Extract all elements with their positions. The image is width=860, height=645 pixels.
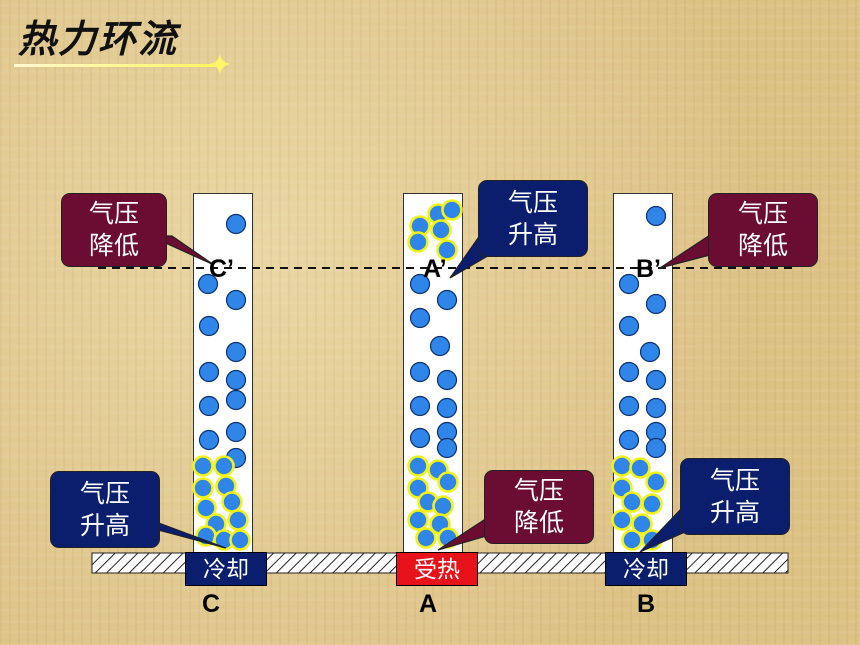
title-underline xyxy=(14,64,224,67)
air-molecule xyxy=(198,395,220,417)
compressed-air-molecule xyxy=(213,455,235,477)
callout-line: 降低 xyxy=(513,508,564,537)
compressed-air-molecule xyxy=(437,471,459,493)
callout-line: 升高 xyxy=(79,510,130,540)
air-molecule xyxy=(645,293,667,315)
air-molecule xyxy=(225,369,247,391)
compressed-air-molecule xyxy=(631,513,653,535)
point-label-a-upper: A’ xyxy=(423,255,447,283)
compressed-air-molecule xyxy=(415,527,437,549)
air-molecule xyxy=(645,369,667,391)
ground-label-c: 冷却 xyxy=(185,552,267,586)
compressed-air-molecule xyxy=(432,495,454,517)
air-molecule xyxy=(225,341,247,363)
point-label-c-upper: C’ xyxy=(209,255,234,283)
compressed-air-molecule xyxy=(441,199,463,221)
callout-line: 气压 xyxy=(507,187,558,217)
compressed-air-molecule xyxy=(192,455,214,477)
compressed-air-molecule xyxy=(645,471,667,493)
air-molecule xyxy=(618,273,640,295)
callout-c-top: 气压 降低 xyxy=(61,193,167,267)
air-molecule xyxy=(645,437,667,459)
point-label-a-lower: A xyxy=(419,590,438,618)
callout-line: 降低 xyxy=(88,231,139,260)
compressed-air-molecule xyxy=(621,529,643,551)
air-molecule xyxy=(436,289,458,311)
callout-line: 气压 xyxy=(737,199,788,228)
callout-b-top: 气压 降低 xyxy=(708,193,818,267)
point-label-b-upper: B’ xyxy=(636,255,661,283)
point-label-c-lower: C xyxy=(202,590,221,618)
air-molecule xyxy=(618,361,640,383)
compressed-air-molecule xyxy=(221,491,243,513)
air-molecule xyxy=(436,397,458,419)
point-label-b-lower: B xyxy=(637,590,656,618)
compressed-air-molecule xyxy=(629,457,651,479)
compressed-air-molecule xyxy=(195,497,217,519)
compressed-air-molecule xyxy=(641,493,663,515)
air-molecule xyxy=(225,213,247,235)
air-molecule xyxy=(645,397,667,419)
sparkle-icon: ✦ xyxy=(207,48,233,83)
air-molecule xyxy=(618,429,640,451)
callout-line: 气压 xyxy=(709,465,760,495)
callout-line: 升高 xyxy=(507,219,558,249)
air-molecule xyxy=(225,289,247,311)
air-molecule xyxy=(645,205,667,227)
air-molecule xyxy=(639,341,661,363)
callout-b-bottom: 气压 升高 xyxy=(680,458,790,535)
compressed-air-molecule xyxy=(192,477,214,499)
compressed-air-molecule xyxy=(227,509,249,531)
air-molecule xyxy=(225,389,247,411)
air-molecule xyxy=(198,361,220,383)
air-molecule xyxy=(436,369,458,391)
compressed-air-molecule xyxy=(436,239,458,261)
ground-label-b: 冷却 xyxy=(605,552,687,586)
air-molecule xyxy=(409,427,431,449)
callout-c-bottom: 气压 升高 xyxy=(50,471,160,548)
air-molecule xyxy=(198,315,220,337)
air-molecule xyxy=(198,429,220,451)
callout-line: 降低 xyxy=(737,231,788,260)
air-molecule xyxy=(225,421,247,443)
compressed-air-molecule xyxy=(407,455,429,477)
air-molecule xyxy=(197,273,219,295)
callout-a-bottom: 气压 降低 xyxy=(484,470,594,544)
compressed-air-molecule xyxy=(407,231,429,253)
air-molecule xyxy=(409,273,431,295)
compressed-air-molecule xyxy=(229,529,251,551)
callout-line: 气压 xyxy=(79,478,130,508)
air-molecule xyxy=(409,307,431,329)
callout-line: 升高 xyxy=(709,497,760,527)
air-molecule xyxy=(436,437,458,459)
air-molecule xyxy=(618,395,640,417)
callout-line: 气压 xyxy=(88,199,139,228)
air-molecules xyxy=(192,199,667,551)
air-molecule xyxy=(409,361,431,383)
compressed-air-molecule xyxy=(611,509,633,531)
callout-pointer-b-top xyxy=(659,233,711,269)
callout-a-top: 气压 升高 xyxy=(478,180,588,257)
air-molecule xyxy=(618,315,640,337)
callout-line: 气压 xyxy=(513,476,564,505)
air-molecule xyxy=(429,335,451,357)
slide-title: 热力环流 xyxy=(18,16,179,61)
compressed-air-molecule xyxy=(430,219,452,241)
compressed-air-molecule xyxy=(611,455,633,477)
compressed-air-molecule xyxy=(407,509,429,531)
ground-label-a: 受热 xyxy=(396,552,478,586)
compressed-air-molecule xyxy=(621,491,643,513)
air-molecule xyxy=(409,395,431,417)
